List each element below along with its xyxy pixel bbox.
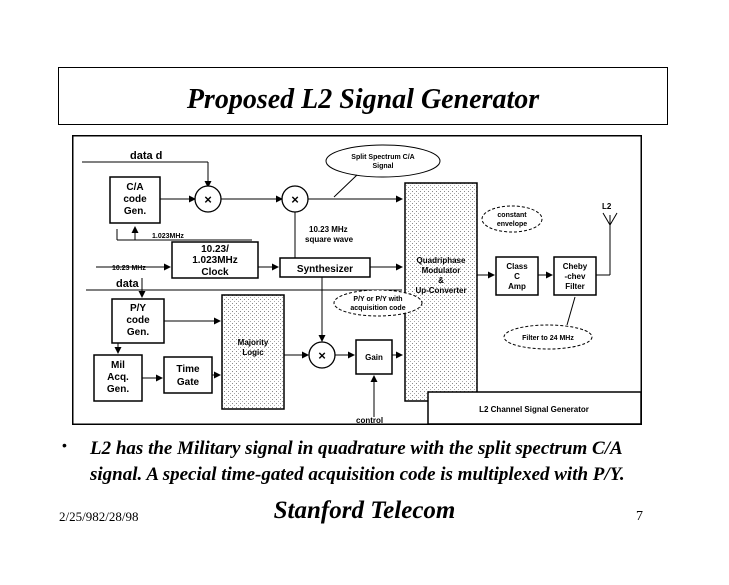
py-line1: P/Y — [130, 303, 146, 314]
clock-line1: 10.23/ — [201, 244, 229, 255]
tg-line1: Time — [176, 364, 200, 375]
quad-line1: Quadriphase — [417, 256, 466, 265]
footer-organization: Stanford Telecom — [273, 497, 456, 524]
quad-line2: Modulator — [422, 266, 461, 275]
classc-line3: Amp — [508, 282, 526, 291]
const-line2: envelope — [497, 221, 527, 228]
constant-envelope-callout — [481, 205, 543, 233]
class-c-amp — [495, 256, 539, 296]
channel-label-box — [427, 391, 642, 425]
clock-line3: Clock — [201, 267, 229, 278]
majority-logic — [221, 294, 285, 410]
caption-line-2: signal. A special time-gated acquisition… — [90, 464, 625, 485]
split-line2: Signal — [372, 163, 393, 170]
filter-note: Filter to 24 MHz — [522, 335, 574, 342]
l2-output-label: L2 — [602, 202, 612, 211]
slide-title: Proposed L2 Signal Generator — [186, 84, 540, 115]
ca-line2: code — [123, 194, 147, 205]
ca-code-gen-box — [109, 176, 161, 224]
split-pointer — [333, 174, 358, 198]
ca-line3: Gen. — [124, 206, 146, 217]
time-gate-box — [163, 356, 213, 394]
footer-date: 2/25/982/28/98 — [59, 509, 139, 524]
title-box: Proposed L2 Signal Generator — [58, 67, 668, 125]
antenna-icon — [602, 212, 618, 226]
quad-line3: & — [438, 276, 444, 285]
freq-1023-in-label: 10.23 MHz — [112, 265, 146, 272]
freq-1023a-label: 10.23 MHz — [309, 225, 348, 234]
quadriphase-modulator — [404, 182, 478, 402]
pycode-line2: acquisition code — [350, 305, 405, 312]
py-line2: code — [126, 315, 150, 326]
bullet-icon: • — [62, 437, 67, 453]
mil-line2: Acq. — [107, 372, 129, 383]
mult1-symbol: × — [204, 192, 212, 207]
cheby-filter — [553, 256, 597, 296]
data-d-label: data d — [130, 150, 162, 162]
square-wave-label: square wave — [305, 235, 354, 244]
tg-line2: Gate — [177, 377, 200, 388]
clock-line2: 1.023MHz — [192, 255, 238, 266]
const-line1: constant — [497, 212, 527, 219]
data-label: data — [116, 278, 140, 290]
ca-line1: C/A — [126, 182, 143, 193]
majority-line1: Majority — [238, 338, 269, 347]
clock-box — [171, 241, 259, 279]
cheby-line1: Cheby — [563, 262, 588, 271]
majority-line2: Logic — [242, 348, 264, 357]
py-acq-callout — [333, 289, 423, 317]
gain-label: Gain — [365, 353, 383, 362]
freq-1023-label: 1.023MHz — [152, 233, 184, 240]
caption-line-1: L2 has the Military signal in quadrature… — [90, 438, 623, 459]
page-number: 7 — [636, 509, 643, 524]
channel-label: L2 Channel Signal Generator — [479, 405, 589, 414]
py-line3: Gen. — [127, 327, 149, 338]
split-spectrum-callout — [325, 144, 441, 178]
caption: L2 has the Military signal in quadrature… — [90, 436, 690, 488]
synthesizer-label: Synthesizer — [297, 264, 353, 275]
quad-line4: Up-Converter — [415, 286, 466, 295]
py-code-gen-box — [111, 298, 165, 344]
mult3-symbol: × — [318, 348, 326, 363]
cheby-line3: Filter — [565, 282, 585, 291]
classc-line2: C — [514, 272, 520, 281]
classc-line1: Class — [506, 262, 528, 271]
control-label: control — [356, 416, 383, 425]
pycode-line1: P/Y or P/Y with — [353, 296, 402, 303]
cheby-line2: -chev — [565, 272, 586, 281]
diagram-border — [72, 135, 642, 425]
filter-pointer — [566, 296, 576, 326]
split-line1: Split Spectrum C/A — [351, 154, 414, 161]
mult2-symbol: × — [291, 192, 299, 207]
filter-24mhz-callout — [503, 324, 593, 350]
mil-line3: Gen. — [107, 384, 129, 395]
gain-box — [355, 339, 393, 375]
mil-acq-gen-box — [93, 354, 143, 402]
l2-block-diagram: data d C/A code Gen. × × Split Spectrum … — [72, 135, 642, 425]
mil-line1: Mil — [111, 360, 125, 371]
